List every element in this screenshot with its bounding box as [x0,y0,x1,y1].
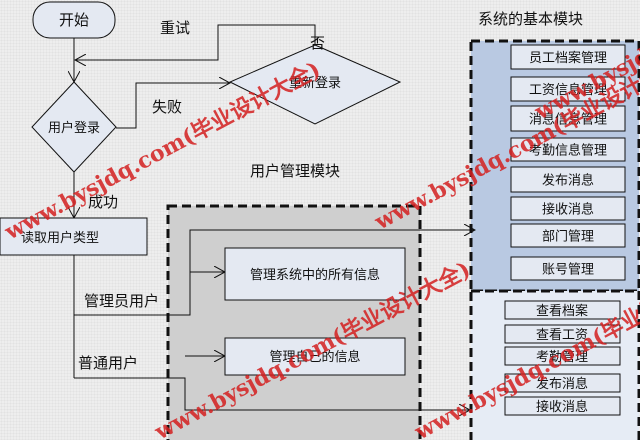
success-label: 成功 [88,193,118,211]
admin-module-item: 工资信息管理 [510,76,626,102]
user-module-item-label: 发布消息 [536,376,588,392]
admin-module-item-label: 接收消息 [542,202,594,218]
user-module-item: 接收消息 [504,396,621,416]
user-module-item: 查看档案 [504,300,621,320]
admin-module-item: 消息信息管理 [510,105,626,132]
normal-user-label: 普通用户 [78,354,138,372]
admin-module-item: 接收消息 [510,196,626,221]
admin-module-item-label: 账号管理 [542,263,594,278]
retry-label: 重试 [160,19,190,37]
user-module-item-label: 查看工资 [536,327,588,343]
user-module-item: 考勤管理 [504,346,621,366]
read-type-node: 读取用户类型 [0,217,148,256]
user-module-panel [166,204,422,440]
admin-module-item: 账号管理 [510,256,626,281]
admin-box-label: 管理系统中的所有信息 [250,267,380,283]
admin-module-item: 考勤信息管理 [510,137,626,162]
admin-module-item: 员工档案管理 [510,44,626,70]
start-node: 开始 [32,1,116,39]
connector-retry [75,24,316,60]
admin-module-item-label: 发布消息 [542,173,594,189]
relogin-label: 重新登录 [289,75,341,91]
start-label: 开始 [59,11,89,29]
admin-user-label: 管理员用户 [84,292,159,310]
user-module-item-label: 考勤管理 [536,350,588,365]
system-module-title: 系统的基本模块 [478,10,583,28]
admin-module-item: 部门管理 [510,223,626,248]
admin-module-item-label: 员工档案管理 [529,51,607,66]
read-type-label: 读取用户类型 [21,230,99,246]
normal-box: 管理自己的信息 [224,337,406,376]
admin-module-item-label: 部门管理 [542,230,594,245]
connector-fail [116,83,230,129]
user-module-item-label: 查看档案 [536,303,588,319]
user-module-title: 用户管理模块 [250,162,340,180]
admin-module-item-label: 考勤信息管理 [529,143,607,159]
login-decision: 用户登录 [31,81,117,173]
admin-box: 管理系统中的所有信息 [224,247,406,301]
user-module-item: 发布消息 [504,373,621,393]
admin-module-item-label: 消息信息管理 [529,112,607,128]
login-label: 用户登录 [48,120,100,136]
admin-module-item-label: 工资信息管理 [529,82,607,98]
normal-box-label: 管理自己的信息 [269,349,360,365]
fail-label: 失败 [152,98,182,116]
user-module-item: 查看工资 [504,324,621,344]
user-module-item-label: 接收消息 [536,399,588,415]
admin-module-item: 发布消息 [510,166,626,193]
relogin-decision: 重新登录 [228,44,402,125]
connector-normal [74,377,470,410]
no-label: 否 [310,34,325,52]
